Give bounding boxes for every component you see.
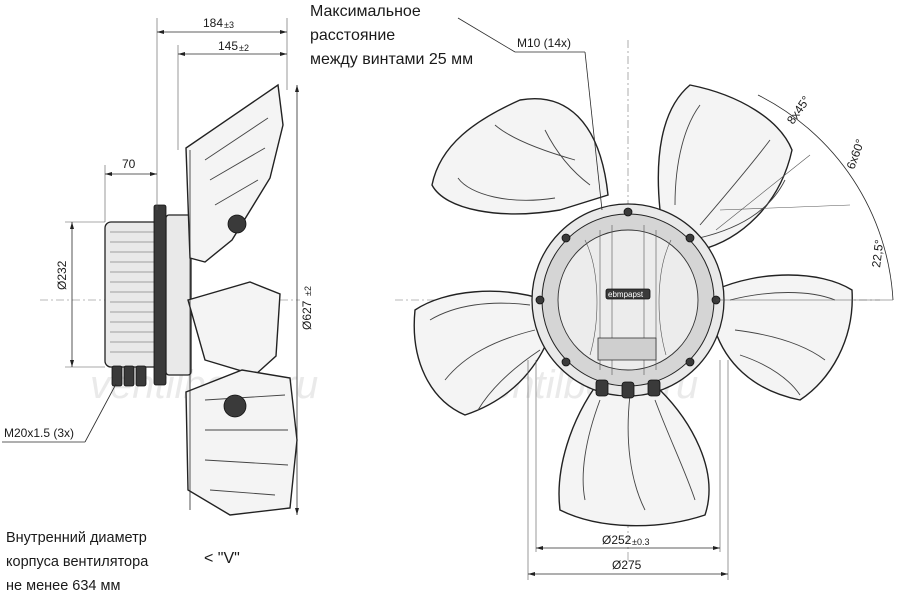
bottom-note: Внутренний диаметр корпуса вентилятора н…	[6, 530, 240, 594]
dim-252-tol: ±0.3	[632, 537, 649, 547]
dim-motor-offset: 70	[104, 157, 157, 222]
motor-body	[104, 204, 192, 387]
front-view: ebmpapst M10 (14x) Максимальное расстоян…	[310, 3, 894, 580]
blade-left	[413, 290, 549, 416]
blade-bottom	[558, 379, 710, 527]
brand-label: ebmpapst	[608, 290, 644, 299]
dim-fan-diameter: Ø627 ±2	[295, 85, 314, 515]
dim-627-tol: ±2	[303, 286, 313, 296]
front-hub: ebmpapst	[531, 203, 725, 399]
dim-627-value: Ø627	[300, 300, 314, 330]
side-view: 184 ±3 145 ±2 70 Ø232	[2, 16, 314, 516]
dim-275-value: Ø275	[612, 558, 642, 572]
dim-232-value: Ø232	[55, 260, 69, 290]
cable-gland-label: M20x1.5 (3x)	[4, 426, 74, 440]
screw-note-line2: расстояние	[310, 27, 395, 44]
housing-note-line1: Внутренний диаметр	[6, 530, 147, 546]
blade-top-left	[431, 98, 609, 215]
dim-blade-depth: 145 ±2	[177, 39, 287, 150]
dim-145-tol: ±2	[239, 43, 249, 53]
screw-note-line1: Максимальное	[310, 3, 421, 20]
housing-note-line2: корпуса вентилятора	[6, 554, 149, 570]
dim-mount-diameter: Ø275	[527, 360, 729, 580]
screw-note-line3: между винтами 25 мм	[310, 51, 473, 68]
dim-252-value: Ø252	[602, 533, 632, 547]
dim-145-value: 145	[218, 39, 238, 53]
side-blade-profile	[185, 83, 298, 516]
dim-hole-circle: Ø252 ±0.3	[535, 360, 721, 552]
dim-motor-diameter: Ø232	[55, 221, 105, 368]
blade-right	[714, 274, 853, 401]
front-blades	[413, 84, 853, 527]
screw-label: M10 (14x)	[517, 36, 571, 50]
airflow-direction-label: < "V"	[204, 550, 240, 567]
angle-6x60-label: 6x60°	[844, 137, 868, 171]
angle-8x45-label: 8x45°	[784, 93, 813, 126]
housing-note-line3: не менее 634 мм	[6, 578, 120, 594]
dim-70-value: 70	[122, 157, 136, 171]
screw-callout: M10 (14x) Максимальное расстояние между …	[310, 3, 603, 211]
dim-overall-depth: 184 ±3	[156, 16, 288, 210]
dim-184-tol: ±3	[224, 20, 234, 30]
cable-gland-callout: M20x1.5 (3x)	[2, 383, 117, 443]
dim-184-value: 184	[203, 16, 223, 30]
angle-22-5-label: 22,5°	[869, 239, 886, 269]
